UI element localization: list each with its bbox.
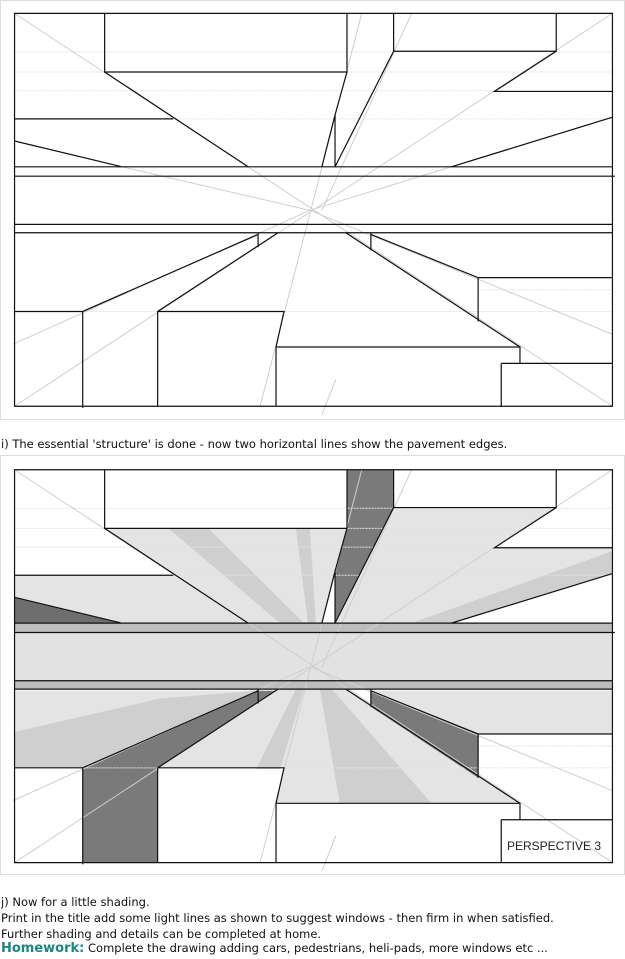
structure-lines [15,470,615,865]
perspective-drawing-structure [0,0,625,420]
caption-further: Further shading and details can be compl… [1,927,322,941]
structure-lines [15,13,615,408]
homework-line: Homework: Complete the drawing adding ca… [1,941,548,956]
shading [14,469,613,863]
perspective-drawing-shaded: PERSPECTIVE 3 [0,455,625,875]
caption-step-i: i) The essential 'structure' is done - n… [1,437,508,451]
construction-lines [13,470,612,871]
homework-text: Complete the drawing adding cars, pedest… [84,941,548,955]
caption-instructions: Print in the title add some light lines … [1,911,554,925]
caption-step-j: j) Now for a little shading. [1,895,150,909]
homework-label: Homework: [1,941,85,956]
drawing-title-label: PERSPECTIVE 3 [507,839,602,853]
